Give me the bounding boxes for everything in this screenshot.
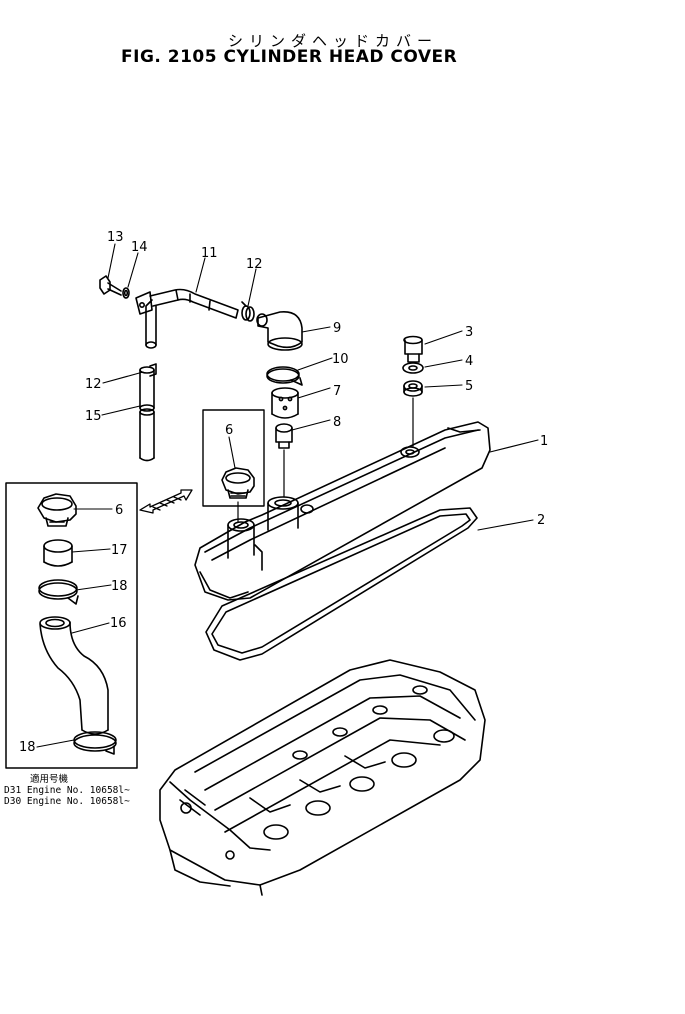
part-3-bolt xyxy=(403,335,423,363)
cylinder-head-cover xyxy=(194,421,491,601)
serial-applicability: 適用号機 D31 Engine No. 10658l~ D30 Engine N… xyxy=(4,774,130,807)
part-18-clamp-lower xyxy=(73,731,117,755)
part-18-clamp-upper xyxy=(38,579,79,605)
callout-11: 11 xyxy=(201,246,218,261)
serial-header: 適用号機 xyxy=(30,774,69,785)
leader-lines xyxy=(36,243,539,748)
callout-5: 5 xyxy=(465,379,473,394)
callout-14: 14 xyxy=(131,240,148,255)
callout-15: 15 xyxy=(85,409,102,424)
callout-10: 10 xyxy=(332,352,349,367)
callout-4: 4 xyxy=(465,354,473,369)
callout-2: 2 xyxy=(537,513,545,528)
part-4-washer xyxy=(402,362,424,374)
part-13-bolt xyxy=(99,275,122,296)
callout-1: 1 xyxy=(540,434,548,449)
part-6-filler-cap-boxed xyxy=(221,467,255,499)
serial-line-d30: D30 Engine No. 10658l~ xyxy=(4,796,130,807)
callout-12-left: 12 xyxy=(85,377,102,392)
callout-8: 8 xyxy=(333,415,341,430)
alternative-kit-box xyxy=(5,482,138,769)
callout-6-box: 6 xyxy=(225,423,233,438)
title-japanese: シリンダヘッドカバー xyxy=(228,32,439,50)
callout-12-upper: 12 xyxy=(246,257,263,272)
part-15-hose xyxy=(139,408,155,462)
part-12-clamp-upper xyxy=(241,301,255,322)
callout-3: 3 xyxy=(465,325,473,340)
part-9-elbow-hose xyxy=(256,311,303,351)
part-16-hose xyxy=(39,616,109,735)
callout-17: 17 xyxy=(111,543,128,558)
part-10-clamp xyxy=(266,366,303,386)
callout-16: 16 xyxy=(110,616,127,631)
callout-13: 13 xyxy=(107,230,124,245)
part-6-filler-cap xyxy=(37,493,77,527)
callout-labels: 1 2 3 4 5 6 7 8 9 10 11 12 13 14 15 6 17… xyxy=(19,230,548,755)
part-11-pipe xyxy=(135,288,239,349)
callout-7: 7 xyxy=(333,384,341,399)
callout-9: 9 xyxy=(333,321,341,336)
part-14-washer xyxy=(122,287,130,299)
part-7-element xyxy=(271,387,299,419)
double-arrow xyxy=(139,489,193,514)
callout-18-lower: 18 xyxy=(19,740,36,755)
figure-title: FIG. 2105 CYLINDER HEAD COVER xyxy=(121,47,458,67)
cap-detail-box xyxy=(202,409,265,507)
part-17-adapter xyxy=(43,539,73,567)
part-5-seal xyxy=(403,380,423,397)
cylinder-head xyxy=(159,659,486,896)
cover-gasket xyxy=(205,507,478,661)
part-12-clamp-left xyxy=(139,363,157,412)
serial-line-d31: D31 Engine No. 10658l~ xyxy=(4,785,130,796)
callout-18-upper: 18 xyxy=(111,579,128,594)
callout-6-kit: 6 xyxy=(115,503,123,518)
part-8-nipple xyxy=(275,423,293,449)
